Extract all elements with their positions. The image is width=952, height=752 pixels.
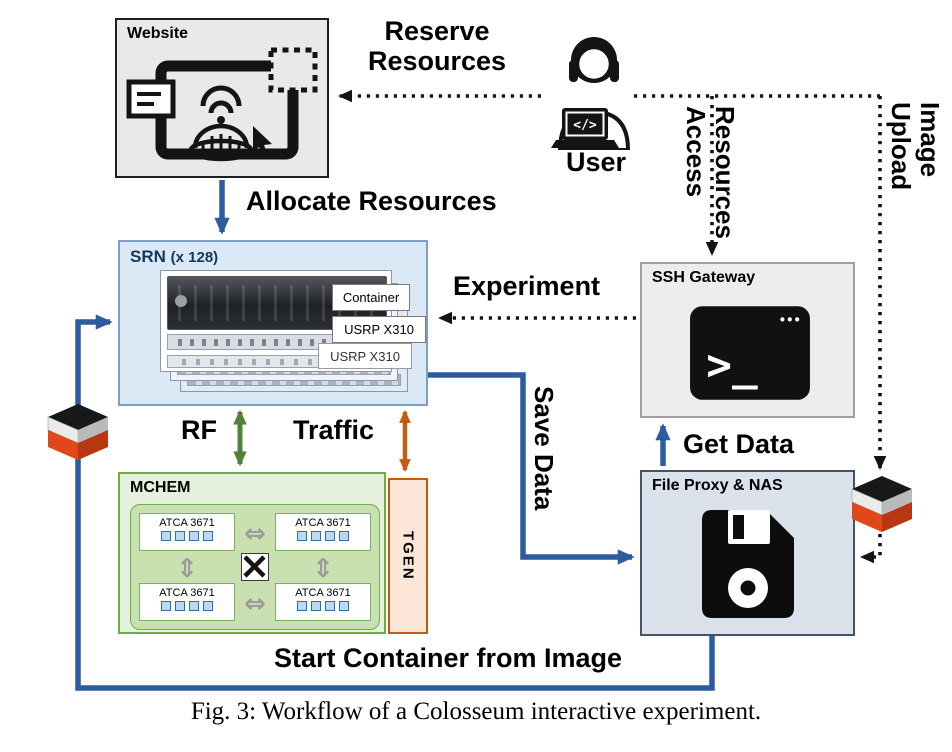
horizontal-double-arrow-icon: ⇔ xyxy=(244,589,266,619)
node-tgen: TGEN xyxy=(388,478,428,634)
vertical-double-arrow-icon: ⇕ xyxy=(312,554,334,584)
label-reserve-resources: Reserve Resources xyxy=(367,16,507,77)
node-srn: SRN (x 128) Container USRP X310 USRP X31… xyxy=(118,240,428,406)
container-image-icon-right xyxy=(851,476,912,532)
usrp-chip: USRP X310 xyxy=(332,316,426,343)
laptop-icon: </> xyxy=(551,108,619,148)
edge-image-to-nas xyxy=(860,534,882,564)
node-file-proxy-nas: File Proxy & NAS xyxy=(640,470,855,636)
cursor-icon xyxy=(253,126,272,158)
website-browser-icon xyxy=(126,47,318,162)
atca-label: ATCA 3671 xyxy=(295,517,351,529)
laptop-code-text: </> xyxy=(573,118,597,133)
atca-label: ATCA 3671 xyxy=(159,587,215,599)
atca-ports xyxy=(140,531,234,541)
label-access-resources: Access Resources xyxy=(681,106,741,239)
user-figure: </> xyxy=(548,28,644,155)
label-start-container: Start Container from Image xyxy=(273,643,623,673)
label-traffic: Traffic xyxy=(293,415,375,445)
wifi-icon xyxy=(200,85,242,124)
mchem-title: MCHEM xyxy=(130,479,191,496)
srn-title-text: SRN xyxy=(130,247,166,266)
label-experiment: Experiment xyxy=(453,271,601,301)
atca-board: ATCA 3671 xyxy=(139,583,235,621)
usrp-chip-back: USRP X310 xyxy=(318,343,412,369)
vertical-double-arrow-icon: ⇕ xyxy=(176,554,198,584)
figure-caption: Fig. 3: Workflow of a Colosseum interact… xyxy=(190,698,762,725)
terminal-prompt: >_ xyxy=(706,340,758,390)
srn-count: (x 128) xyxy=(170,249,219,266)
horizontal-double-arrow-icon: ⇔ xyxy=(244,519,266,549)
face xyxy=(575,45,613,83)
window-dots-icon: ••• xyxy=(780,312,802,329)
label-save-data: Save Data xyxy=(529,386,560,511)
ssh-gateway-title: SSH Gateway xyxy=(652,269,756,286)
website-title: Website xyxy=(127,25,189,42)
colosseum-icon xyxy=(188,123,254,162)
atca-board: ATCA 3671 xyxy=(275,513,371,551)
user-icon: </> xyxy=(551,37,631,152)
srn-title: SRN (x 128) xyxy=(130,247,218,267)
label-upload-image: Upload Image xyxy=(886,102,946,191)
atca-label: ATCA 3671 xyxy=(295,587,351,599)
node-mchem: MCHEM ATCA 3671 ATCA 3671 ATCA 3671 ATCA… xyxy=(118,472,386,634)
switch-x-icon xyxy=(241,553,269,581)
node-website: Website xyxy=(115,18,329,178)
atca-ports xyxy=(276,531,370,541)
atca-board: ATCA 3671 xyxy=(275,583,371,621)
container-image-icon-left xyxy=(47,404,108,460)
atca-board: ATCA 3671 xyxy=(139,513,235,551)
floppy-disk-icon xyxy=(702,510,794,618)
content-card-icon xyxy=(126,79,176,119)
user-label: User xyxy=(565,147,627,177)
file-proxy-title: File Proxy & NAS xyxy=(652,477,783,494)
atca-ports xyxy=(276,601,370,611)
mchem-fabric: ATCA 3671 ATCA 3671 ATCA 3671 ATCA 3671 … xyxy=(130,504,380,630)
label-get-data: Get Data xyxy=(683,429,795,459)
label-allocate-resources: Allocate Resources xyxy=(246,186,497,216)
atca-label: ATCA 3671 xyxy=(159,517,215,529)
node-ssh-gateway: SSH Gateway ••• >_ xyxy=(640,262,855,418)
dotted-selection-icon xyxy=(268,47,318,93)
atca-ports xyxy=(140,601,234,611)
tgen-title: TGEN xyxy=(399,531,417,581)
container-chip: Container xyxy=(332,284,410,311)
terminal-icon: ••• >_ xyxy=(690,306,810,400)
label-rf: RF xyxy=(181,415,217,445)
